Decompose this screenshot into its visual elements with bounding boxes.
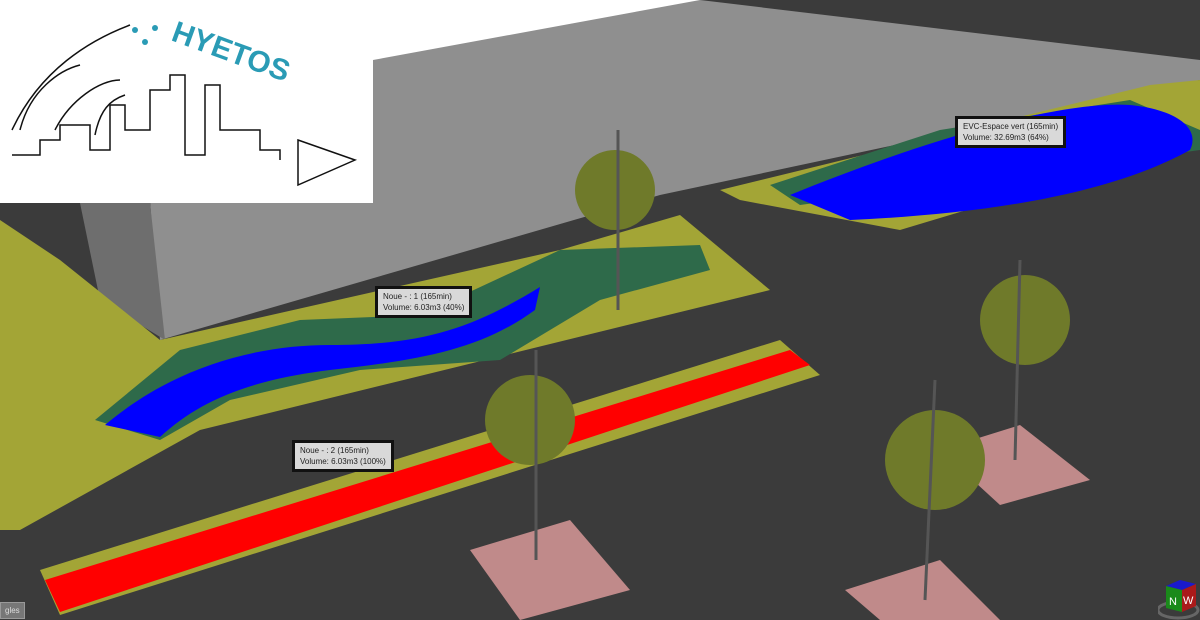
view-cube[interactable]: N W bbox=[1158, 576, 1200, 620]
swale-2-volume: Volume: 6.03m3 (100%) bbox=[300, 457, 386, 466]
hyetos-logo: HYETOS bbox=[0, 0, 373, 203]
swale-1-water bbox=[105, 287, 540, 437]
swale-1-label: Noue - : 1 (165min) Volume: 6.03m3 (40%) bbox=[375, 286, 473, 318]
swale-2-title: Noue - : 2 (165min) bbox=[300, 446, 369, 455]
swale-1-title: Noue - : 1 (165min) bbox=[383, 292, 452, 301]
building-top bbox=[373, 0, 700, 60]
building-side bbox=[80, 203, 165, 340]
tree-pit-1 bbox=[470, 520, 630, 620]
angles-button[interactable]: gles bbox=[0, 602, 25, 619]
building-roof bbox=[150, 0, 1200, 340]
cube-face-n: N bbox=[1169, 596, 1177, 608]
evc-label: EVC-Espace vert (165min) Volume: 32.69m3… bbox=[955, 116, 1067, 148]
evc-volume: Volume: 32.69m3 (64%) bbox=[963, 133, 1049, 142]
swale-2-water bbox=[45, 350, 810, 612]
swale-1-volume: Volume: 6.03m3 (40%) bbox=[383, 303, 465, 312]
logo-text: HYETOS bbox=[168, 16, 295, 89]
swale-evc-water bbox=[790, 104, 1193, 220]
tree bbox=[485, 130, 1070, 601]
evc-title: EVC-Espace vert (165min) bbox=[963, 122, 1059, 131]
tree-pit-3 bbox=[845, 560, 1000, 620]
swale-2-label: Noue - : 2 (165min) Volume: 6.03m3 (100%… bbox=[292, 440, 394, 472]
cube-face-w: W bbox=[1183, 595, 1194, 607]
